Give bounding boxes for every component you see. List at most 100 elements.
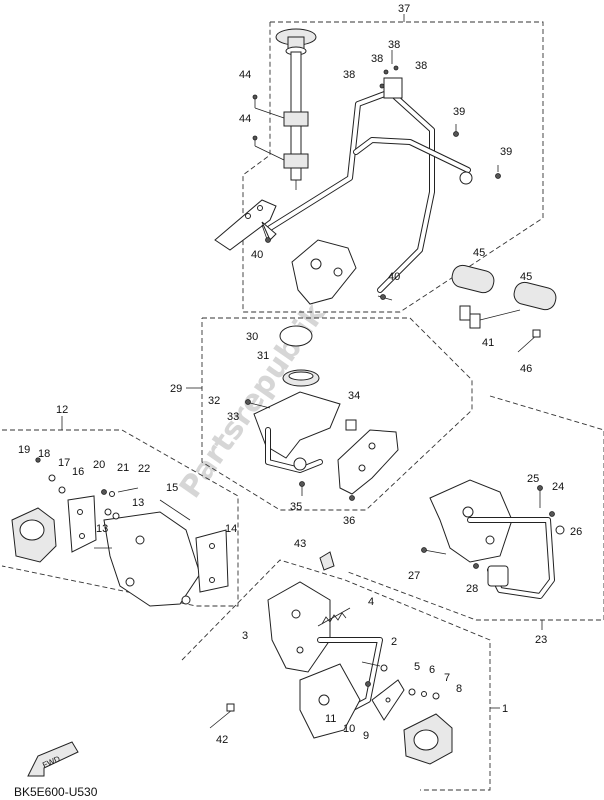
bolt-39-upper: [453, 124, 459, 137]
label-29: 29: [170, 383, 182, 395]
screw-44-lower: [252, 135, 285, 161]
bolt-32: [245, 399, 271, 409]
label-25: 25: [527, 473, 539, 485]
pedal-cover: [403, 713, 453, 765]
fwd-arrow-icon: FWD: [27, 741, 79, 777]
bolt-35: [299, 481, 305, 496]
label-11: 11: [325, 713, 336, 725]
label-45-a: 45: [473, 247, 485, 259]
plate-14: [195, 529, 229, 593]
label-45-b: 45: [520, 271, 532, 283]
clip-43: [319, 551, 335, 571]
left-cover: [11, 507, 57, 563]
label-24: 24: [552, 481, 564, 493]
label-34: 34: [348, 390, 360, 402]
group-1-outline: [181, 559, 500, 791]
label-6: 6: [429, 664, 435, 676]
bracket-33: [253, 391, 341, 473]
label-13-a: 13: [132, 497, 144, 509]
label-8: 8: [456, 683, 462, 695]
group-29-outline: [186, 317, 473, 511]
label-14: 14: [225, 523, 237, 535]
ring-31: [282, 369, 320, 387]
bolt-39-lower: [495, 165, 501, 179]
grip-45-left: [451, 264, 495, 294]
bolts-38: [379, 50, 399, 89]
tie-42: [209, 703, 235, 729]
label-46: 46: [520, 363, 532, 375]
label-42: 42: [216, 734, 228, 746]
label-38-a: 38: [388, 39, 400, 51]
nut-34: [345, 419, 357, 431]
bracket-frame-tube: [267, 77, 473, 293]
bolts-23: [421, 485, 565, 569]
bracket-3: [267, 581, 331, 673]
label-44-b: 44: [239, 113, 251, 125]
bracket-23: [429, 479, 555, 599]
label-31: 31: [257, 350, 269, 362]
tie-46: [517, 329, 541, 353]
label-40-b: 40: [388, 271, 400, 283]
label-3: 3: [242, 630, 248, 642]
part-number-labels: 37 38 38 38 38 44 44 39 39 40 40 45 45 4…: [18, 3, 582, 746]
spring-4: [317, 607, 351, 627]
label-38-b: 38: [371, 53, 383, 65]
bolt-40-right: [377, 294, 393, 301]
label-44-a: 44: [239, 69, 251, 81]
bracket-29-right: [337, 429, 399, 495]
label-40-a: 40: [251, 249, 263, 261]
diagram-code: BK5E600-U530: [14, 785, 98, 799]
label-37: 37: [398, 3, 410, 15]
bolt-40-left: [261, 224, 271, 243]
label-1: 1: [502, 703, 508, 715]
label-18: 18: [38, 448, 50, 460]
label-38-c: 38: [415, 60, 427, 72]
label-15: 15: [166, 482, 178, 494]
clamp-41: [459, 305, 521, 329]
label-7: 7: [444, 672, 450, 684]
label-26: 26: [570, 526, 582, 538]
small-bracket-9: [371, 679, 405, 721]
label-19: 19: [18, 444, 30, 456]
bracket-left-large: [103, 511, 201, 607]
label-13-b: 13: [96, 523, 108, 535]
bracket-1: [299, 637, 383, 739]
label-5: 5: [414, 661, 420, 673]
group-37-outline: [242, 14, 544, 313]
label-41: 41: [482, 337, 494, 349]
label-32: 32: [208, 395, 220, 407]
label-10: 10: [343, 723, 355, 735]
bolt-36: [349, 495, 355, 501]
steering-column: [275, 28, 317, 190]
grip-45-right: [513, 281, 557, 311]
group-23-outline: [347, 395, 604, 630]
label-28: 28: [466, 583, 478, 595]
label-39-a: 39: [453, 106, 465, 118]
fasteners-12: [35, 457, 191, 549]
mount-bracket-37: [291, 239, 357, 305]
label-4: 4: [368, 596, 374, 608]
label-30: 30: [246, 331, 258, 343]
label-23: 23: [535, 634, 547, 646]
label-22: 22: [138, 463, 150, 475]
label-17: 17: [58, 457, 70, 469]
plate-16: [67, 495, 97, 553]
label-35: 35: [290, 501, 302, 513]
label-20: 20: [93, 459, 105, 471]
label-27: 27: [408, 570, 420, 582]
screw-44-upper: [252, 94, 285, 119]
label-33: 33: [227, 411, 239, 423]
lever-bracket: [214, 199, 277, 251]
label-36: 36: [343, 515, 355, 527]
cap-30: [279, 325, 313, 347]
label-2: 2: [391, 636, 397, 648]
label-39-b: 39: [500, 146, 512, 158]
group-12-outline: [1, 416, 239, 607]
label-21: 21: [117, 462, 129, 474]
label-9: 9: [363, 730, 369, 742]
label-43: 43: [294, 538, 306, 550]
label-16: 16: [72, 466, 84, 478]
label-12: 12: [56, 404, 68, 416]
fasteners-1: [361, 661, 440, 700]
